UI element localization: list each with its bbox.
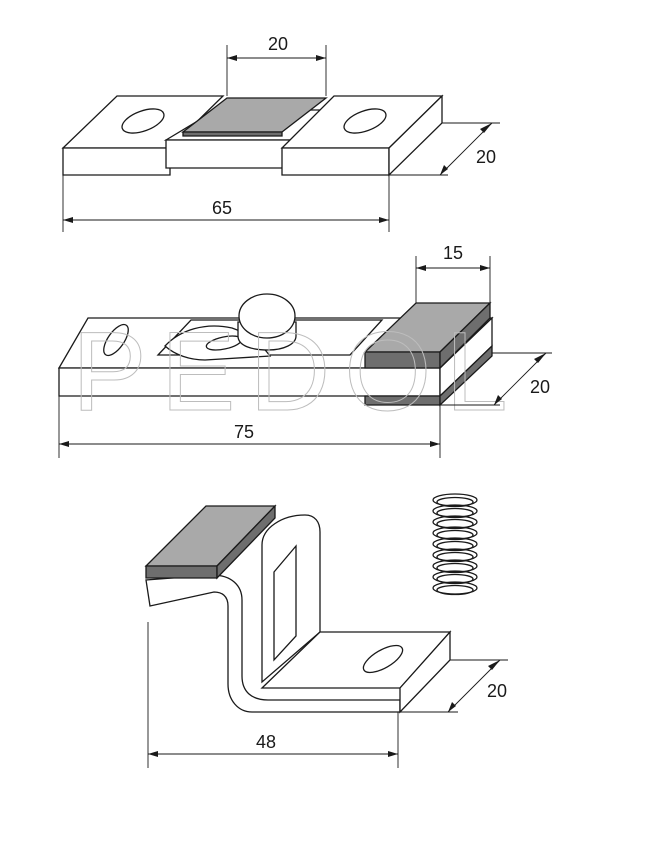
watermark-text: PEDOL	[72, 309, 522, 434]
dim-part2-depth: 20	[530, 377, 550, 397]
spring-coil-inner	[436, 507, 474, 519]
part1-left-hole	[121, 108, 165, 134]
part1-right-hole	[343, 108, 387, 134]
spring-coil-inner	[436, 584, 474, 596]
spring-coil-inner	[436, 551, 474, 563]
part2-left-hole	[103, 323, 129, 357]
part3-dimensions	[147, 622, 508, 768]
spring-coil-inner	[436, 529, 474, 541]
part1-right-block-front	[281, 147, 390, 176]
spring-coil-inner	[436, 518, 474, 530]
spring-coil-inner	[436, 496, 474, 508]
part2-bottom-pad-side	[439, 344, 493, 407]
part1-contact-pad-edge	[182, 131, 283, 137]
part2-button-dome	[238, 293, 296, 339]
dim-part1-length: 65	[212, 198, 232, 218]
dim-part1-pad-width: 20	[268, 34, 288, 54]
dim-part2-length: 75	[234, 422, 254, 442]
dim-part1-depth: 20	[476, 147, 496, 167]
part2-dimensions	[58, 256, 552, 458]
part3-riser-slot	[273, 544, 297, 662]
spring-coil-inner	[436, 562, 474, 574]
dim-part3-depth: 20	[487, 681, 507, 701]
dim-part3-length: 48	[256, 732, 276, 752]
spring-coil-inner	[436, 540, 474, 552]
spring-coil-inner	[436, 573, 474, 585]
part3-pad-side	[216, 504, 276, 580]
spring	[432, 493, 478, 596]
part2-pad-side	[439, 301, 491, 370]
dim-part2-pad-width: 15	[443, 243, 463, 263]
part3-z-contact	[144, 504, 452, 714]
part2-contact-bar	[57, 293, 494, 407]
part3-pad-front	[145, 565, 218, 579]
part1-dimensions	[62, 45, 500, 232]
part3-foot-hole	[362, 644, 404, 674]
part1-left-block-front	[62, 147, 171, 176]
part1-center-strip-front	[165, 139, 291, 169]
part1-contact-bar	[61, 94, 444, 177]
